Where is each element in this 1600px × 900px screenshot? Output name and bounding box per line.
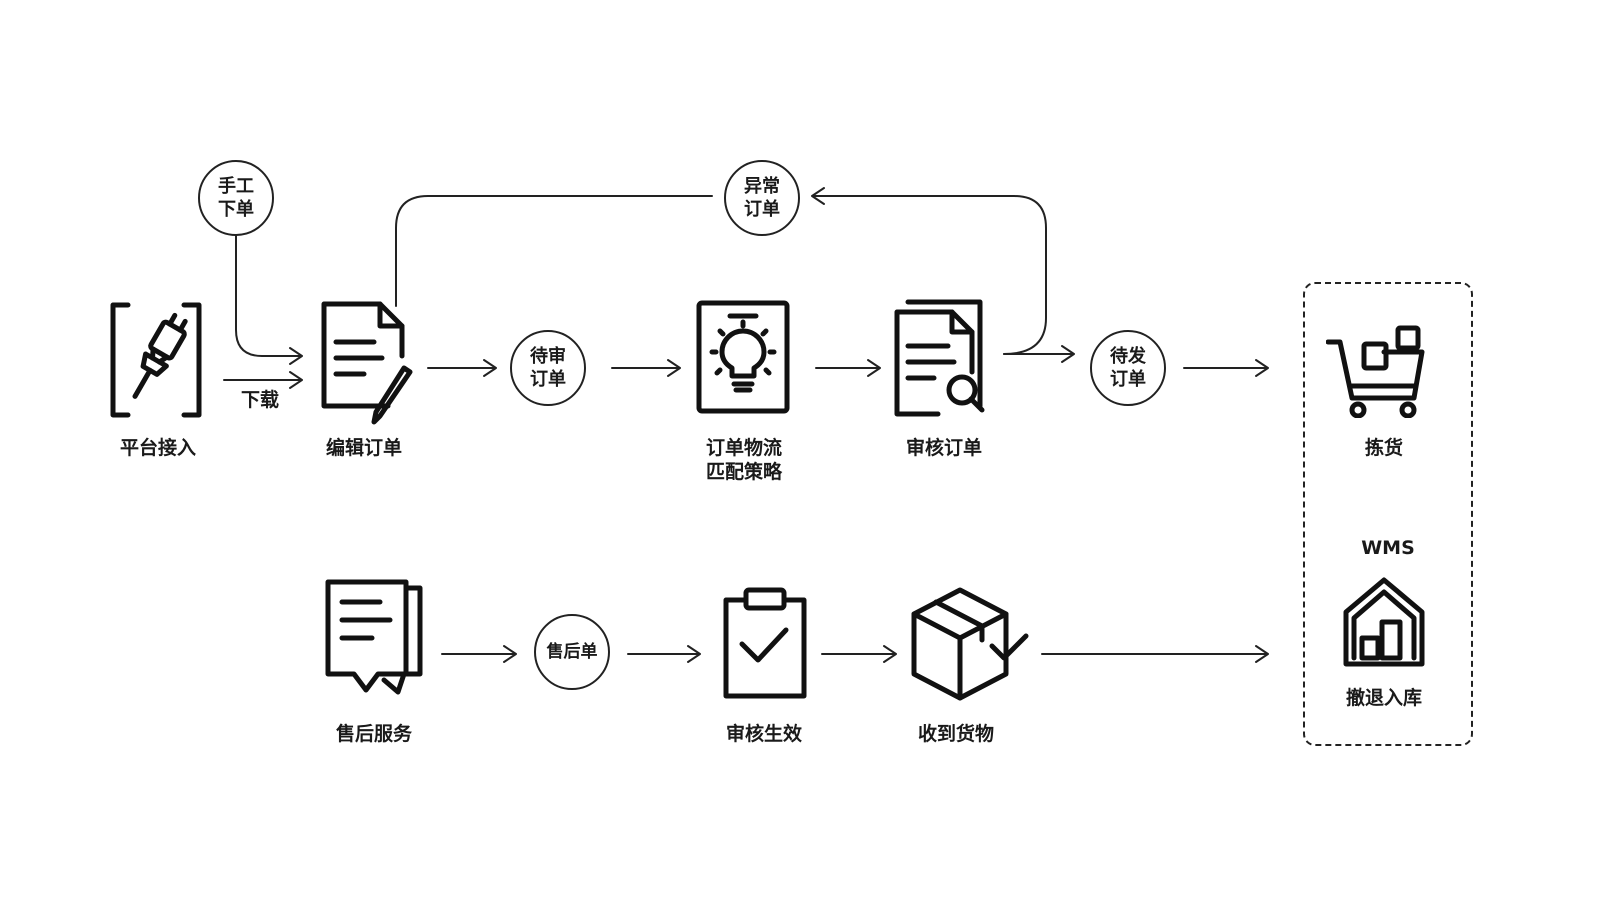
edit-to-pending-arrow	[427, 359, 497, 377]
pending-to-logistics-arrow	[611, 359, 681, 377]
aftersales-to-effective-arrow	[627, 645, 701, 663]
abnormal-loop-line	[811, 187, 1047, 355]
receive-goods-label: 收到货物	[917, 723, 995, 745]
lightbulb-icon	[696, 300, 790, 414]
package-check-icon	[911, 587, 1029, 701]
abnormal-order-line2: 订单	[744, 199, 780, 220]
wms-container	[1303, 282, 1473, 746]
pending-ship-state: 待发 订单	[1090, 330, 1166, 406]
plug-icon	[110, 302, 202, 418]
abnormal-return-line	[395, 195, 713, 307]
after-sales-label: 售后服务	[335, 723, 413, 745]
pending-audit-state: 待审 订单	[510, 330, 586, 406]
service-to-aftersales-arrow	[441, 645, 517, 663]
download-arrow	[223, 371, 303, 389]
clipboard-check-icon	[723, 587, 807, 699]
audit-effective-label: 审核生效	[725, 723, 803, 745]
edit-order-label: 编辑订单	[325, 437, 403, 459]
edit-document-icon	[321, 301, 413, 425]
return-stock-label: 撤退入库	[1345, 687, 1423, 709]
logistics-label-line1: 订单物流	[705, 437, 783, 459]
manual-to-edit-arrow	[235, 235, 303, 365]
manual-order-line2: 下单	[218, 199, 254, 220]
ship-to-picking-arrow	[1183, 359, 1269, 377]
cart-icon	[1326, 325, 1425, 418]
after-sales-order-state: 售后单	[534, 614, 610, 690]
abnormal-order-line1: 异常	[744, 176, 780, 197]
manual-order-line1: 手工	[218, 176, 254, 197]
download-edge-label: 下载	[240, 389, 280, 411]
picking-label: 拣货	[1364, 437, 1404, 459]
abnormal-order-state: 异常 订单	[724, 160, 800, 236]
pending-ship-line1: 待发	[1110, 346, 1146, 367]
after-sales-order-label: 售后单	[546, 641, 598, 662]
pending-audit-line1: 待审	[530, 346, 566, 367]
pending-audit-line2: 订单	[530, 369, 566, 390]
logistics-label: 订单物流 匹配策略	[706, 436, 782, 484]
logistics-to-audit-arrow	[815, 359, 881, 377]
platform-label: 平台接入	[119, 437, 197, 459]
receive-to-return-arrow	[1041, 645, 1269, 663]
effective-to-receive-arrow	[821, 645, 897, 663]
warehouse-icon	[1343, 577, 1425, 667]
wms-label: WMS	[1361, 537, 1415, 559]
audit-order-label: 审核订单	[905, 437, 983, 459]
pending-ship-line2: 订单	[1110, 369, 1146, 390]
document-search-icon	[894, 299, 985, 417]
manual-order-state: 手工 下单	[198, 160, 274, 236]
logistics-label-line2: 匹配策略	[705, 461, 783, 483]
chat-service-icon	[325, 579, 423, 695]
